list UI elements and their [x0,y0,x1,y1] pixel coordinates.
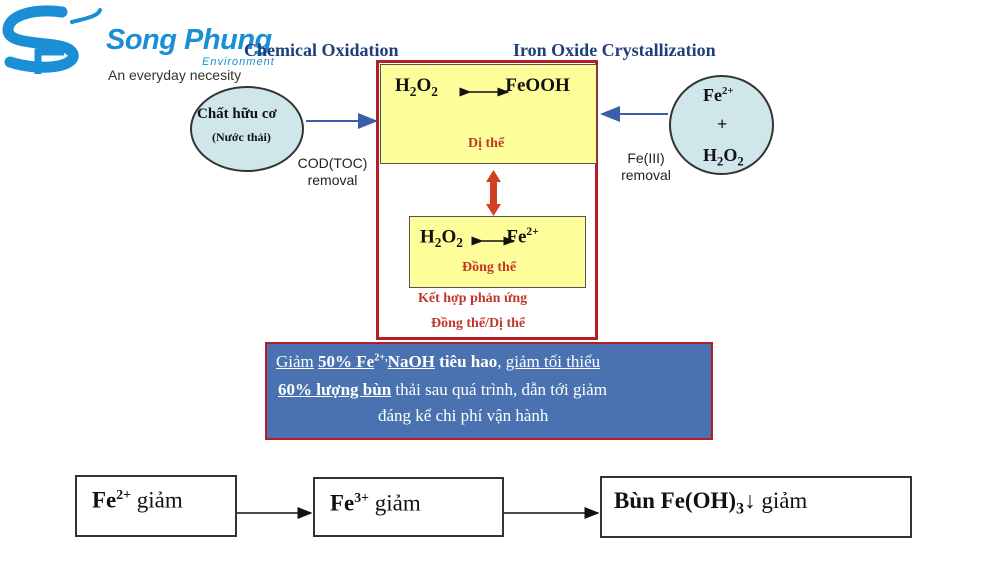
fe2-decrease-label: Fe2+ giảm [92,487,183,513]
organic-matter-label: Chất hữu cơ [197,106,277,122]
hydrogen-peroxide-label: H2O2 [703,145,744,169]
header-iron-oxide-crystallization: Iron Oxide Crystallization [513,40,716,60]
center-reaction-frame [376,60,598,340]
cod-removal-label: COD(TOC) removal [297,155,368,188]
summary-box [265,342,713,440]
iron-ion-label: Fe2+ [703,85,734,105]
heterogeneous-reaction-box [380,64,597,164]
double-arrow-icon [486,170,501,216]
summary-line-2: 60% lượng bùn thải sau quá trình, dẫn tớ… [278,380,607,399]
fe2-decrease-box [75,475,237,537]
fe3-decrease-label: Fe3+ giảm [330,490,421,516]
fe3-decrease-box [313,477,504,537]
homogeneous-label: Đồng thể [462,260,517,275]
summary-line-3: đáng kể chi phí vận hành [378,406,549,425]
brand-subtitle: Environment [202,56,275,68]
iron-peroxide-node [669,75,774,175]
brand-name: Song Phung [106,24,272,56]
sludge-decrease-box [600,476,912,538]
fe3-removal-label: Fe(III) removal [621,150,671,183]
heterogeneous-equation: H2O2 FeOOH [395,75,570,99]
sludge-decrease-label: Bùn Fe(OH)3↓ giảm [614,488,808,518]
homogeneous-equation: H2O2 Fe2+ [420,226,539,251]
brand-tagline: An everyday necesity [108,67,242,83]
wastewater-label: (Nước thải) [212,130,271,144]
plus-sign: + [717,114,728,134]
header-chemical-oxidation: Chemical Oxidation [244,40,399,60]
organic-matter-node [190,86,304,172]
combined-reaction-caption: Kết hợp phản ứng [418,291,528,306]
song-phung-logo-icon [2,5,102,74]
homogeneous-reaction-box [409,216,586,288]
heterogeneous-label: Dị thể [468,136,505,151]
summary-line-1: Giảm 50% Fe2+,NaOH tiêu hao, giảm tối th… [276,352,601,371]
combined-reaction-caption-2: Đồng thể/Dị thể [431,316,526,331]
